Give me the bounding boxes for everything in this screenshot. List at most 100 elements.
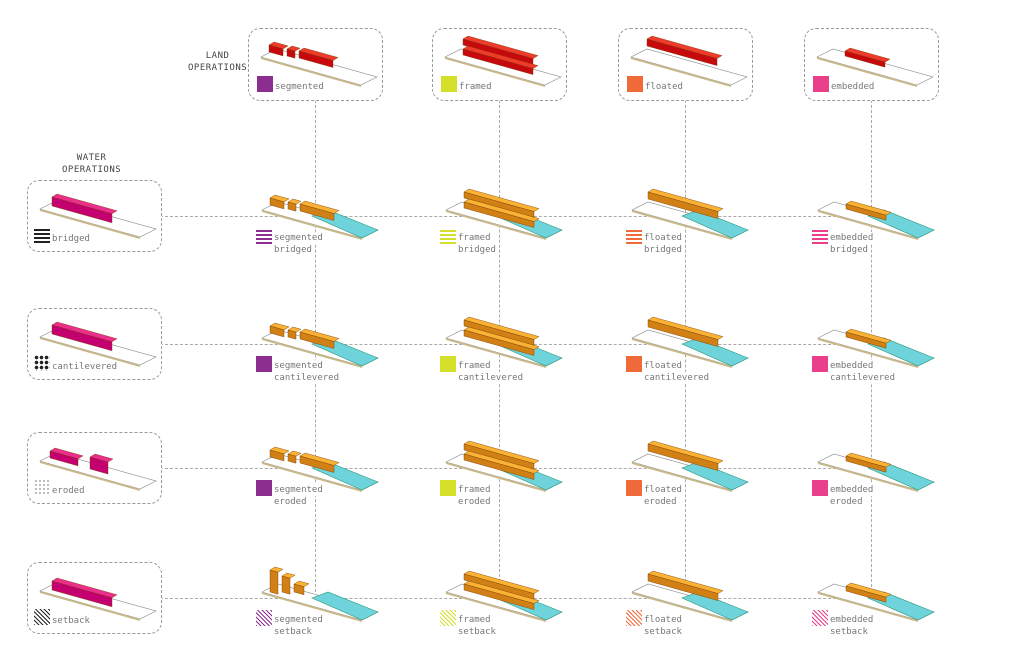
- mass-frame-side: [462, 48, 534, 75]
- site-slab-edge: [817, 57, 917, 87]
- combo-label-line2: eroded: [274, 496, 307, 508]
- combo-swatch: [256, 480, 272, 496]
- massing-illustration: [631, 188, 749, 240]
- massing-illustration: [39, 321, 157, 367]
- combo-label-line2: cantilevered: [830, 372, 896, 384]
- combo-label-line1: framed: [458, 614, 491, 626]
- site-slab-edge: [40, 461, 140, 491]
- water-op-bridged[interactable]: bridged: [27, 180, 162, 252]
- water-surface: [681, 209, 749, 239]
- mass-bar-side: [647, 319, 719, 347]
- water-op-eroded[interactable]: eroded: [27, 432, 162, 504]
- mass-bar-side: [646, 38, 718, 66]
- land-op-label: floated: [645, 82, 683, 92]
- combo-label-line1: embedded: [830, 232, 874, 244]
- combo-label-line2: bridged: [274, 244, 312, 256]
- site-slab-edge: [446, 462, 546, 492]
- massing-illustration: [445, 570, 563, 622]
- site-slab-edge: [446, 338, 546, 368]
- massing-illustration: [445, 316, 563, 368]
- water-op-label: setback: [52, 616, 90, 626]
- mass-frame-side: [463, 453, 535, 480]
- mass-bar-side: [269, 449, 285, 462]
- land-operations-heading: LAND OPERATIONS: [188, 51, 248, 73]
- massing-illustration: [261, 322, 379, 368]
- combo-label-line1: embedded: [830, 360, 874, 372]
- combo-label-line2: bridged: [458, 244, 496, 256]
- water-op-setback[interactable]: setback: [27, 562, 162, 634]
- combo-swatch: [440, 356, 456, 372]
- massing-illustration: [817, 582, 935, 622]
- combo-label-line1: segmented: [274, 484, 323, 496]
- site-slab-edge: [818, 592, 918, 622]
- water-surface: [681, 591, 749, 621]
- land-swatch-embedded: [813, 76, 829, 92]
- site-slab-edge: [818, 210, 918, 240]
- massing-illustration: [39, 193, 157, 239]
- massing-illustration: [445, 188, 563, 240]
- mass-bar-side: [269, 325, 285, 338]
- site-slab-edge: [632, 592, 732, 622]
- land-swatch-floated: [627, 76, 643, 92]
- site-slab-edge: [262, 592, 362, 622]
- combo-label-line1: embedded: [830, 614, 874, 626]
- mass-bar-side: [647, 443, 719, 471]
- mass-bar-side: [51, 324, 113, 352]
- combo-label-line1: floated: [644, 232, 682, 244]
- mass-tower-side: [293, 583, 305, 596]
- combo-label-line2: setback: [830, 626, 868, 638]
- site-slab-edge: [40, 591, 140, 621]
- massing-illustration: [631, 440, 749, 492]
- land-swatch-segmented: [257, 76, 273, 92]
- massing-illustration: [261, 446, 379, 492]
- mass-bar-side: [49, 450, 79, 467]
- water-op-label: cantilevered: [52, 362, 118, 372]
- combo-label-line1: framed: [458, 232, 491, 244]
- land-op-segmented[interactable]: segmented: [248, 28, 383, 101]
- combo-swatch: [626, 480, 642, 496]
- land-op-label: embedded: [831, 82, 875, 92]
- massing-illustration: [39, 447, 157, 491]
- combo-label-line1: segmented: [274, 360, 323, 372]
- land-op-embedded[interactable]: embedded: [804, 28, 939, 101]
- mass-bar-side: [51, 580, 113, 608]
- site-slab-edge: [261, 57, 361, 87]
- land-op-framed[interactable]: framed: [432, 28, 567, 101]
- water-swatch-eroded: [34, 479, 50, 495]
- land-swatch-framed: [441, 76, 457, 92]
- mass-bar-side: [647, 573, 719, 601]
- mass-embedded-side: [845, 455, 887, 473]
- land-op-label: framed: [459, 82, 492, 92]
- combo-swatch: [812, 228, 828, 244]
- mass-embedded-side: [844, 50, 886, 68]
- site-slab-edge: [818, 462, 918, 492]
- combo-label-line1: floated: [644, 484, 682, 496]
- combo-swatch: [256, 228, 272, 244]
- combo-label-line2: cantilevered: [458, 372, 524, 384]
- combo-swatch: [626, 228, 642, 244]
- land-op-floated[interactable]: floated: [618, 28, 753, 101]
- water-op-cantilevered[interactable]: cantilevered: [27, 308, 162, 380]
- site-slab-edge: [40, 209, 140, 239]
- massing-illustration: [261, 566, 379, 622]
- site-slab: [630, 48, 748, 86]
- site-slab-edge: [632, 462, 732, 492]
- massing-illustration: [817, 200, 935, 240]
- land-op-label: segmented: [275, 82, 324, 92]
